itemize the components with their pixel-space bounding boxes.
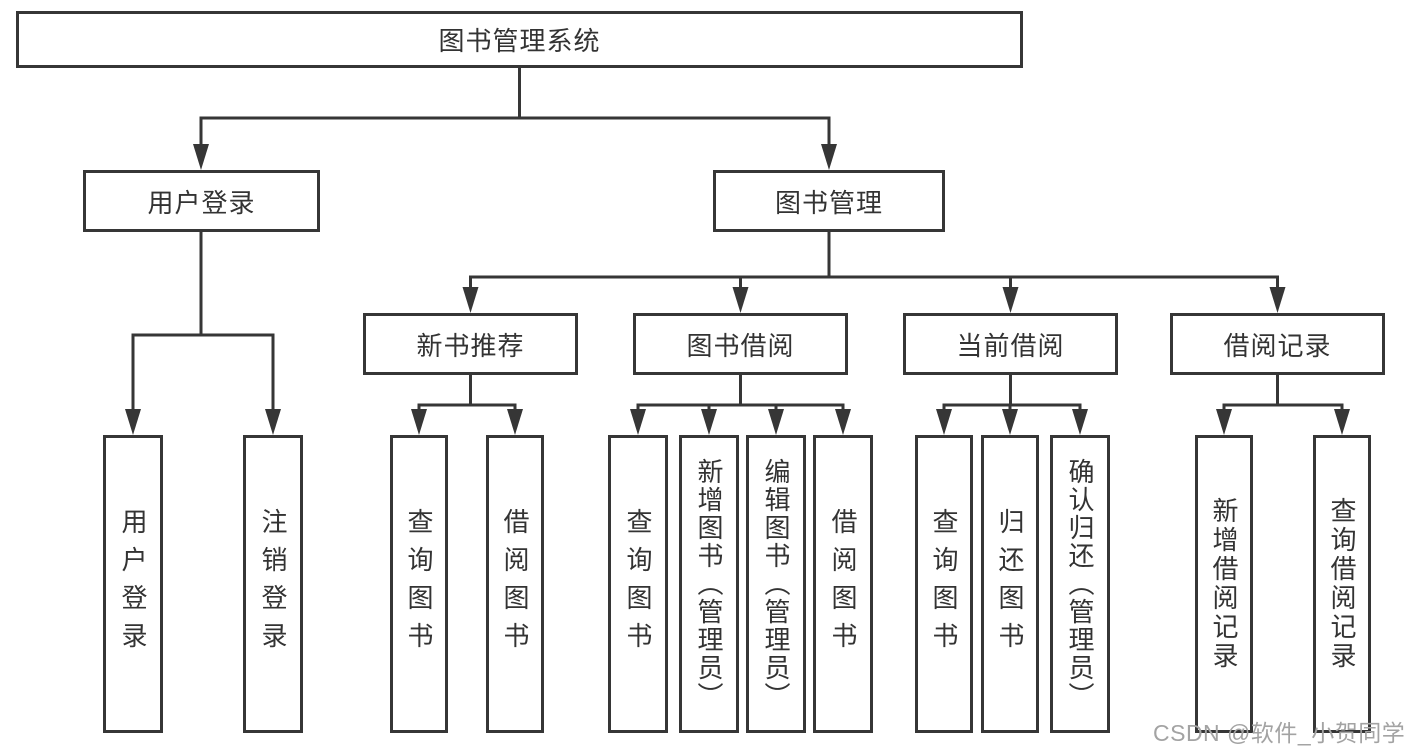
leaf-label: 编辑图书（管理员） xyxy=(761,458,791,710)
leaf-label: 查询借阅记录 xyxy=(1327,497,1357,671)
node-new-book-recommend: 新书推荐 xyxy=(363,313,578,375)
connector-lines xyxy=(131,68,1344,412)
leaf-borrow-borrow-books: 借阅图书 xyxy=(813,435,873,733)
leaf-label: 查询图书 xyxy=(929,508,959,660)
node-label: 图书借阅 xyxy=(686,330,795,361)
node-user-login: 用户登录 xyxy=(83,170,320,232)
leaf-recommend-query-books: 查询图书 xyxy=(390,435,448,733)
leaf-label: 注销登录 xyxy=(258,508,288,660)
leaf-label: 确认归还（管理员） xyxy=(1065,458,1095,710)
node-root: 图书管理系统 xyxy=(16,11,1023,68)
node-label: 借阅记录 xyxy=(1223,330,1332,361)
leaf-current-confirm-return-admin: 确认归还（管理员） xyxy=(1050,435,1110,733)
leaf-label: 借阅图书 xyxy=(500,508,530,660)
leaf-logout: 注销登录 xyxy=(243,435,303,733)
leaf-label: 归还图书 xyxy=(995,508,1025,660)
leaf-current-query-books: 查询图书 xyxy=(915,435,973,733)
leaf-borrow-query-books: 查询图书 xyxy=(608,435,668,733)
node-label: 新书推荐 xyxy=(416,330,525,361)
arrowheads xyxy=(125,144,1350,435)
csdn-watermark: CSDN @软件_小贺同学 xyxy=(1153,720,1405,746)
leaf-recommend-borrow-books: 借阅图书 xyxy=(486,435,544,733)
node-label: 图书管理系统 xyxy=(438,26,601,56)
node-current-borrow: 当前借阅 xyxy=(903,313,1118,375)
leaf-current-return-books: 归还图书 xyxy=(981,435,1039,733)
leaf-borrow-add-books-admin: 新增图书（管理员） xyxy=(679,435,739,733)
node-book-borrow: 图书借阅 xyxy=(633,313,848,375)
leaf-borrow-edit-books-admin: 编辑图书（管理员） xyxy=(746,435,806,733)
leaf-user-login: 用户登录 xyxy=(103,435,163,733)
node-label: 用户登录 xyxy=(147,187,256,218)
leaf-records-add-record: 新增借阅记录 xyxy=(1195,435,1253,733)
node-label: 图书管理 xyxy=(774,187,883,218)
leaf-label: 用户登录 xyxy=(118,508,148,660)
leaf-label: 查询图书 xyxy=(404,508,434,660)
leaf-label: 查询图书 xyxy=(623,508,653,660)
node-book-management: 图书管理 xyxy=(713,170,945,232)
node-borrow-records: 借阅记录 xyxy=(1170,313,1385,375)
node-label: 当前借阅 xyxy=(956,330,1065,361)
leaf-label: 借阅图书 xyxy=(828,508,858,660)
leaf-label: 新增借阅记录 xyxy=(1209,497,1239,671)
leaf-label: 新增图书（管理员） xyxy=(694,458,724,710)
leaf-records-query-record: 查询借阅记录 xyxy=(1313,435,1371,733)
